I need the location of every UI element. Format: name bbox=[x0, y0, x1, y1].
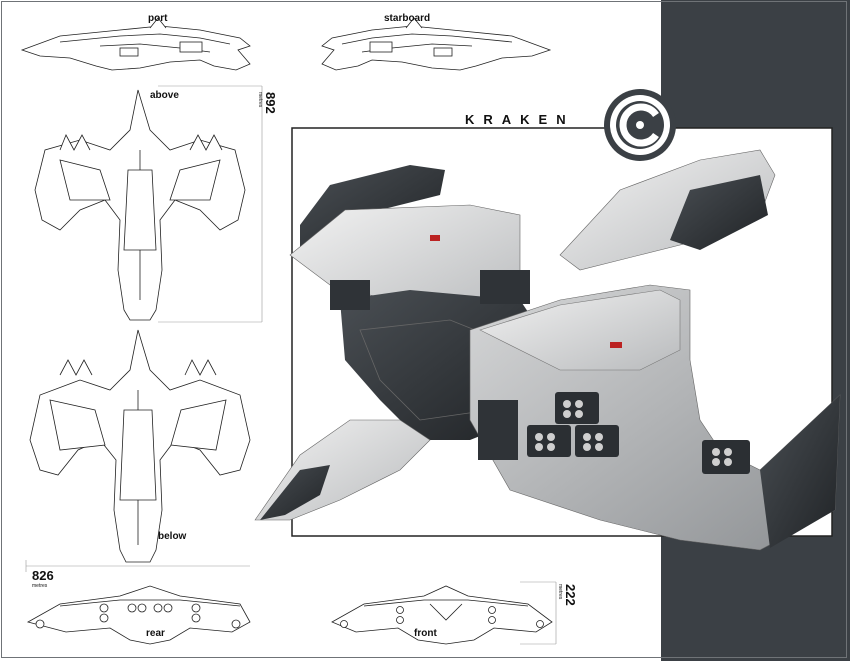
faction-logo-icon bbox=[604, 89, 676, 161]
width-unit: metres bbox=[32, 583, 48, 589]
front-view-drawing bbox=[331, 585, 553, 645]
kraken-ship-render bbox=[254, 149, 841, 551]
below-label: below bbox=[158, 531, 187, 542]
rear-view-drawing bbox=[26, 585, 251, 645]
width-value: 826 bbox=[32, 568, 54, 583]
above-label: above bbox=[150, 90, 179, 101]
ship-title: KRAKEN bbox=[465, 112, 575, 127]
height-unit: metres bbox=[557, 584, 563, 600]
port-view-drawing bbox=[20, 17, 251, 71]
above-view-drawing bbox=[34, 89, 246, 321]
starboard-label: starboard bbox=[384, 13, 431, 24]
length-unit: metres bbox=[257, 92, 263, 108]
starboard-view-drawing bbox=[321, 17, 552, 71]
length-value: 892 bbox=[263, 92, 278, 114]
rear-label: rear bbox=[146, 628, 165, 639]
height-dimension: 222 metres bbox=[557, 584, 578, 606]
length-dimension: 892 metres bbox=[257, 92, 278, 114]
width-dimension: 826 metres bbox=[32, 568, 54, 589]
below-view-drawing bbox=[29, 329, 251, 563]
port-label: port bbox=[148, 13, 168, 24]
height-value: 222 bbox=[563, 584, 578, 606]
front-label: front bbox=[414, 628, 437, 639]
